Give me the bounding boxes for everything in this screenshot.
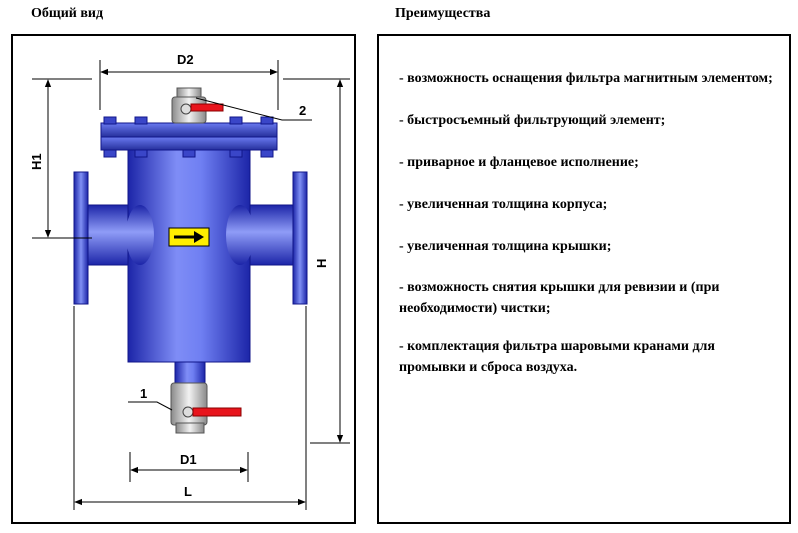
outlet-opening: [226, 205, 254, 265]
advantage-item: - приварное и фланцевое исполнение;: [399, 155, 639, 170]
bottom-nozzle: [174, 361, 206, 385]
h-label: H: [314, 259, 329, 268]
d2-label: D2: [177, 52, 194, 67]
dimension-h: [283, 78, 350, 444]
callout-1-label: 1: [140, 386, 147, 401]
d1-label: D1: [180, 452, 197, 467]
top-valve-handle: [190, 103, 224, 112]
advantages-caption: Преимущества: [395, 6, 491, 21]
advantages-list: - возможность оснащения фильтра магнитны…: [399, 68, 784, 378]
dimension-d1: [129, 452, 249, 482]
dimension-h1: [32, 78, 92, 239]
outlet-flange: [292, 171, 308, 305]
callout-1: 1: [128, 386, 173, 411]
general-view-caption: Общий вид: [31, 6, 104, 21]
advantages-frame: [377, 34, 791, 524]
l-label: L: [184, 484, 192, 499]
inlet-opening: [126, 205, 154, 265]
callout-2-label: 2: [299, 103, 306, 118]
advantage-item: - возможность оснащения фильтра магнитны…: [399, 71, 773, 86]
lid-cover: [100, 122, 278, 138]
lid-lower-flange: [100, 136, 278, 151]
lid-bolts: [103, 116, 274, 158]
callout-2: 2: [195, 97, 312, 121]
diagram-frame: [11, 34, 356, 524]
advantage-item: - комплектация фильтра шаровыми кранами …: [399, 339, 715, 375]
top-ball-valve: [171, 87, 224, 124]
bottom-ball-valve: [170, 382, 242, 434]
advantage-item: - возможность снятия крышки для ревизии …: [399, 280, 720, 316]
dimension-l: [73, 306, 307, 510]
bottom-valve-handle: [192, 407, 242, 417]
advantage-item: - увеличенная толщина корпуса;: [399, 197, 608, 212]
advantage-item: - увеличенная толщина крышки;: [399, 239, 612, 254]
right-arrow-icon: [168, 227, 210, 247]
h1-label: H1: [29, 153, 44, 170]
advantage-item: - быстросъемный фильтрующий элемент;: [399, 113, 666, 128]
dimension-d2: [99, 60, 279, 110]
